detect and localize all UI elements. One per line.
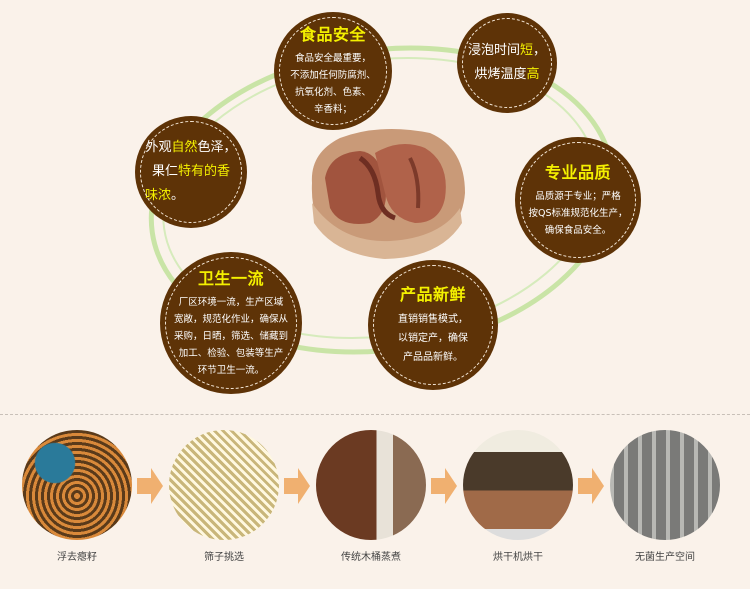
food-safety-line: 抗氧化剂、色素、 [294, 87, 371, 98]
hygiene-line: 采购，日晒，筛选、储藏到 [173, 330, 288, 342]
section-divider [0, 414, 750, 415]
bubble-freshness: 产品新鲜 直销销售模式， 以销定产，确保 产品品新鲜。 [368, 260, 498, 390]
process-line-1: 浸泡时间短， [467, 43, 547, 58]
quality-line: 按QS标准规范化生产， [528, 207, 628, 219]
hygiene-title: 卫生一流 [197, 268, 264, 288]
quality-line: 确保食品安全。 [544, 224, 612, 236]
bubble-appearance: 外观自然色泽， 果仁特有的香 味浓。 [135, 116, 247, 228]
arrow-right-icon [137, 468, 163, 504]
hygiene-line: 环节卫生一流。 [197, 364, 265, 376]
hygiene-line: 宽敞，规范化作业，确保从 [173, 313, 288, 325]
food-safety-line: 辛香料； [313, 104, 352, 115]
process-step: 浮去瘪籽 [17, 430, 137, 563]
process-steps: 浮去瘪籽 筛子挑选 传统木桶蒸煮 烘干机烘干 无菌生产空间 [0, 430, 750, 580]
hygiene-line: 厂区环境一流，生产区域 [178, 296, 284, 308]
arrow-right-icon [431, 468, 457, 504]
bubble-hygiene: 卫生一流 厂区环境一流，生产区域 宽敞，规范化作业，确保从 采购，日晒，筛选、储… [160, 252, 302, 394]
features-diagram: 食品安全 食品安全最重要， 不添加任何防腐剂、 抗氧化剂、色素、 辛香料； 浸泡… [135, 12, 641, 394]
freshness-line: 直销销售模式， [398, 313, 468, 325]
process-step: 烘干机烘干 [458, 430, 578, 563]
step-label: 烘干机烘干 [493, 552, 543, 563]
appearance-line-3: 味浓。 [145, 188, 185, 203]
step-label: 无菌生产空间 [635, 552, 695, 563]
food-safety-line: 食品安全最重要， [294, 53, 371, 64]
freshness-title: 产品新鲜 [399, 284, 466, 304]
process-step: 无菌生产空间 [605, 430, 725, 563]
freshness-line: 产品品新鲜。 [403, 351, 463, 363]
sterile-factory-photo [610, 430, 720, 540]
bubble-process: 浸泡时间短， 烘烤温度高 [457, 13, 557, 113]
arrow-right-icon [578, 468, 604, 504]
appearance-line-2: 果仁特有的香 [151, 164, 231, 179]
freshness-line: 以销定产，确保 [398, 332, 468, 344]
food-safety-line: 不添加任何防腐剂、 [290, 70, 376, 81]
floating-nuts-photo [22, 430, 132, 540]
wooden-barrel-photo [316, 430, 426, 540]
appearance-line-1: 外观自然色泽， [145, 140, 237, 155]
food-safety-title: 食品安全 [299, 25, 366, 44]
quality-line: 品质源于专业；严格 [535, 190, 621, 202]
drying-machine-photo [463, 430, 573, 540]
step-label: 传统木桶蒸煮 [341, 552, 401, 563]
bubble-food-safety: 食品安全 食品安全最重要， 不添加任何防腐剂、 抗氧化剂、色素、 辛香料； [274, 12, 392, 130]
process-line-2: 烘烤温度高 [474, 67, 540, 82]
sieve-drum-photo [169, 430, 279, 540]
pecan-nut-image [311, 129, 465, 259]
step-label: 筛子挑选 [204, 552, 244, 563]
process-step: 传统木桶蒸煮 [311, 430, 431, 563]
process-step: 筛子挑选 [164, 430, 284, 563]
step-label: 浮去瘪籽 [57, 552, 97, 563]
quality-title: 专业品质 [544, 162, 611, 182]
bubble-quality: 专业品质 品质源于专业；严格 按QS标准规范化生产， 确保食品安全。 [515, 137, 641, 263]
arrow-right-icon [284, 468, 310, 504]
hygiene-line: 加工、检验、包装等生产 [178, 347, 284, 359]
